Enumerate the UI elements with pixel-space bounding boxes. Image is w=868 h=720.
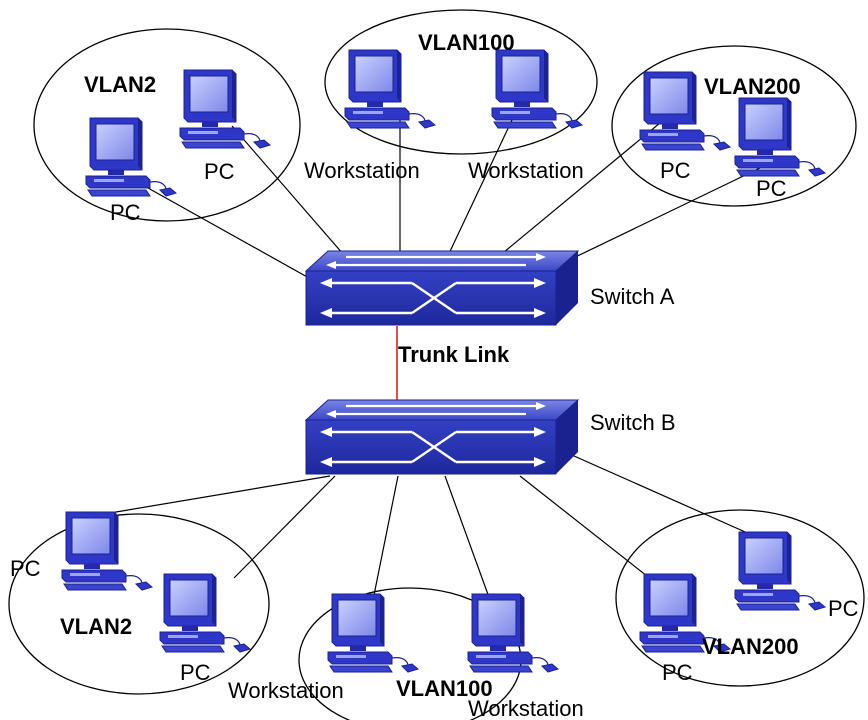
workstation-icon-tm-2[interactable]: [491, 49, 583, 129]
vlan-label-top-mid: VLAN100: [418, 30, 515, 55]
switch-a-icon[interactable]: [304, 249, 580, 327]
pc-icon-br-2[interactable]: [734, 531, 826, 611]
device-label-tr-1: PC: [660, 158, 691, 183]
bottom-links: [97, 451, 753, 601]
vlan-label-bottom-right: VLAN200: [702, 634, 799, 659]
switch-a-label: Switch A: [590, 284, 675, 309]
pc-icon-tl-2[interactable]: [179, 69, 271, 149]
device-label-br-1: PC: [662, 660, 693, 685]
group-ellipse-bottom-right: [615, 509, 865, 687]
pc-icon-tl-1[interactable]: [85, 117, 177, 197]
workstation-icon-bm-2[interactable]: [467, 593, 559, 673]
device-label-bl-2: PC: [180, 660, 211, 685]
device-label-bm-1: Workstation: [228, 678, 344, 703]
device-label-bm-2: Workstation: [468, 696, 584, 720]
switch-b-icon[interactable]: [304, 398, 580, 476]
vlan-label-top-right: VLAN200: [704, 74, 801, 99]
pc-icon-bl-2[interactable]: [159, 573, 251, 653]
group-ellipse-bottom-left: [8, 513, 270, 695]
vlan-label-top-left: VLAN2: [84, 72, 156, 97]
device-label-tr-2: PC: [756, 176, 787, 201]
device-label-br-2: PC: [828, 596, 859, 621]
switch-b-label: Switch B: [590, 410, 676, 435]
vlan-label-bottom-mid: VLAN100: [396, 676, 493, 701]
pc-icon-bl-1[interactable]: [61, 511, 153, 591]
device-label-tm-1: Workstation: [304, 158, 420, 183]
vlan-label-bottom-left: VLAN2: [60, 614, 132, 639]
device-label-bl-1: PC: [10, 556, 41, 581]
device-label-tl-1: PC: [110, 200, 141, 225]
top-links: [147, 117, 761, 284]
group-ellipse-top-mid: [324, 9, 598, 155]
workstation-icon-bm-1[interactable]: [327, 593, 419, 673]
trunk-link-label: Trunk Link: [398, 342, 510, 367]
device-label-tm-2: Workstation: [468, 158, 584, 183]
group-ellipse-top-left: [33, 28, 301, 222]
group-ellipse-top-right: [611, 45, 857, 207]
workstation-icon-tm-1[interactable]: [344, 49, 436, 129]
device-label-tl-2: PC: [204, 159, 235, 184]
pc-icon-tr-2[interactable]: [734, 97, 826, 177]
